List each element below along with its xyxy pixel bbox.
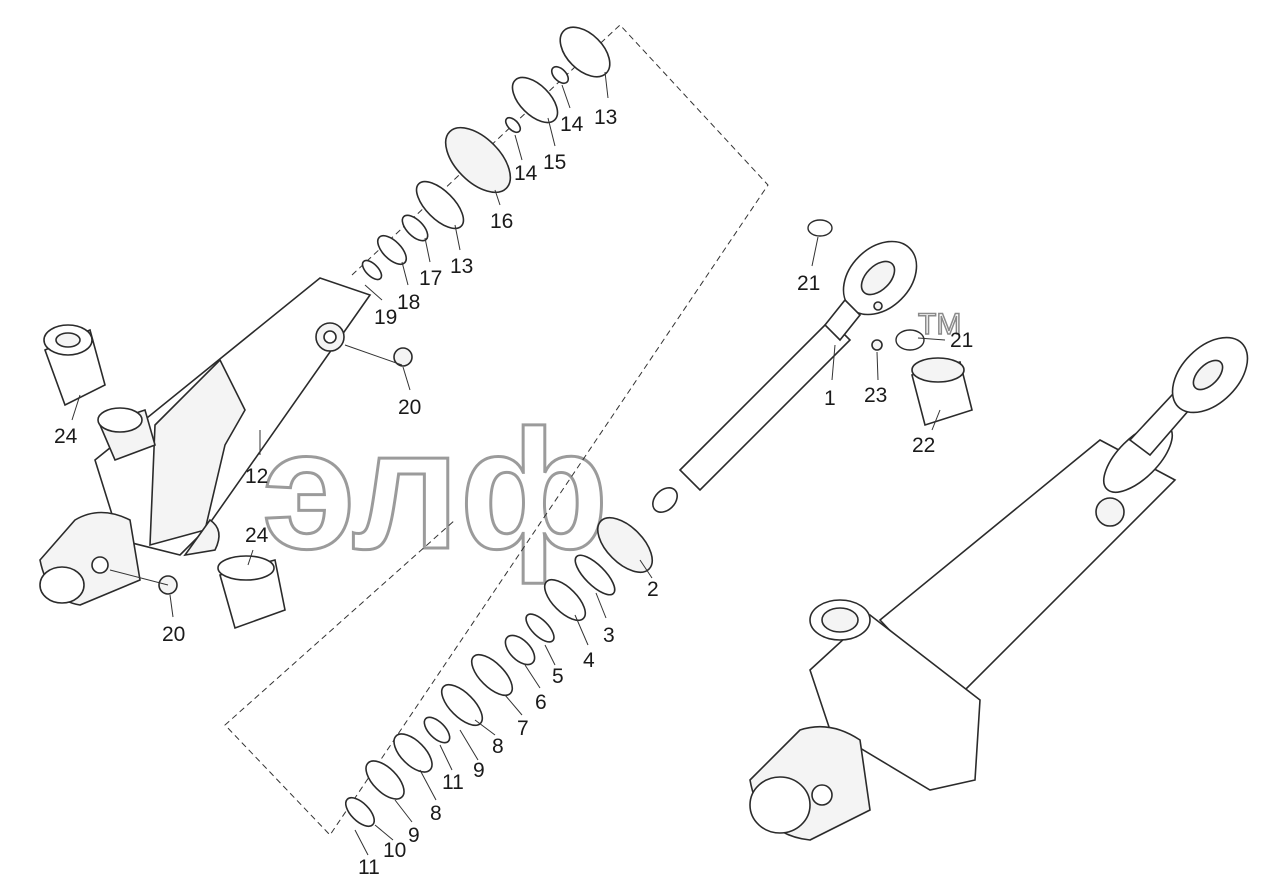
callout-10: 10 (383, 839, 406, 862)
callout-11: 11 (358, 856, 380, 879)
callout-23: 23 (864, 384, 887, 407)
callout-19: 19 (374, 306, 397, 329)
assembled-cylinder (749, 336, 1249, 841)
retaining-ring-part-21 (807, 219, 925, 351)
callout-21: 21 (950, 329, 973, 352)
cylinder-housing-part-12 (39, 277, 372, 606)
callout-6: 6 (535, 691, 547, 714)
callout-24: 24 (54, 425, 78, 448)
callout-13: 13 (594, 106, 617, 129)
trunnion-pin (97, 407, 156, 462)
callout-16: 16 (490, 210, 513, 233)
bushing-part-24-lower (217, 555, 286, 630)
callout-2: 2 (647, 578, 659, 601)
callout-labels: 13 14 15 14 16 13 17 18 19 20 24 12 24 2… (54, 106, 973, 879)
callout-5: 5 (552, 665, 564, 688)
leader-lines (71, 71, 946, 856)
piston-seal-stack-upper (361, 26, 611, 281)
callout-14: 14 (560, 113, 584, 136)
bushing-part-22 (911, 357, 973, 427)
callout-9: 9 (408, 824, 420, 847)
callout-3: 3 (603, 624, 615, 647)
callout-20: 20 (162, 623, 185, 646)
grease-fitting-part-23 (871, 301, 883, 351)
callout-4: 4 (583, 649, 595, 672)
callout-17: 17 (419, 267, 442, 290)
callout-18: 18 (397, 291, 420, 314)
callout-9: 9 (473, 759, 485, 782)
piston-seal-stack-lower (344, 516, 654, 828)
callout-12: 12 (245, 465, 268, 488)
callout-11: 11 (442, 771, 464, 794)
callout-13: 13 (450, 255, 473, 278)
bushing-part-24-upper (43, 324, 106, 407)
callout-7: 7 (517, 717, 529, 740)
callout-20: 20 (398, 396, 421, 419)
grease-fitting-part-20 (158, 322, 413, 595)
callout-14: 14 (514, 162, 538, 185)
watermark-logo: элф (262, 395, 608, 585)
watermark-trademark: TM (918, 308, 961, 341)
callout-22: 22 (912, 434, 935, 457)
callout-8: 8 (430, 802, 442, 825)
callout-15: 15 (543, 151, 566, 174)
callout-21: 21 (797, 272, 820, 295)
piston-rod-part-1 (652, 240, 918, 513)
callout-24: 24 (245, 524, 269, 547)
callout-8: 8 (492, 735, 504, 758)
callout-1: 1 (824, 387, 836, 410)
